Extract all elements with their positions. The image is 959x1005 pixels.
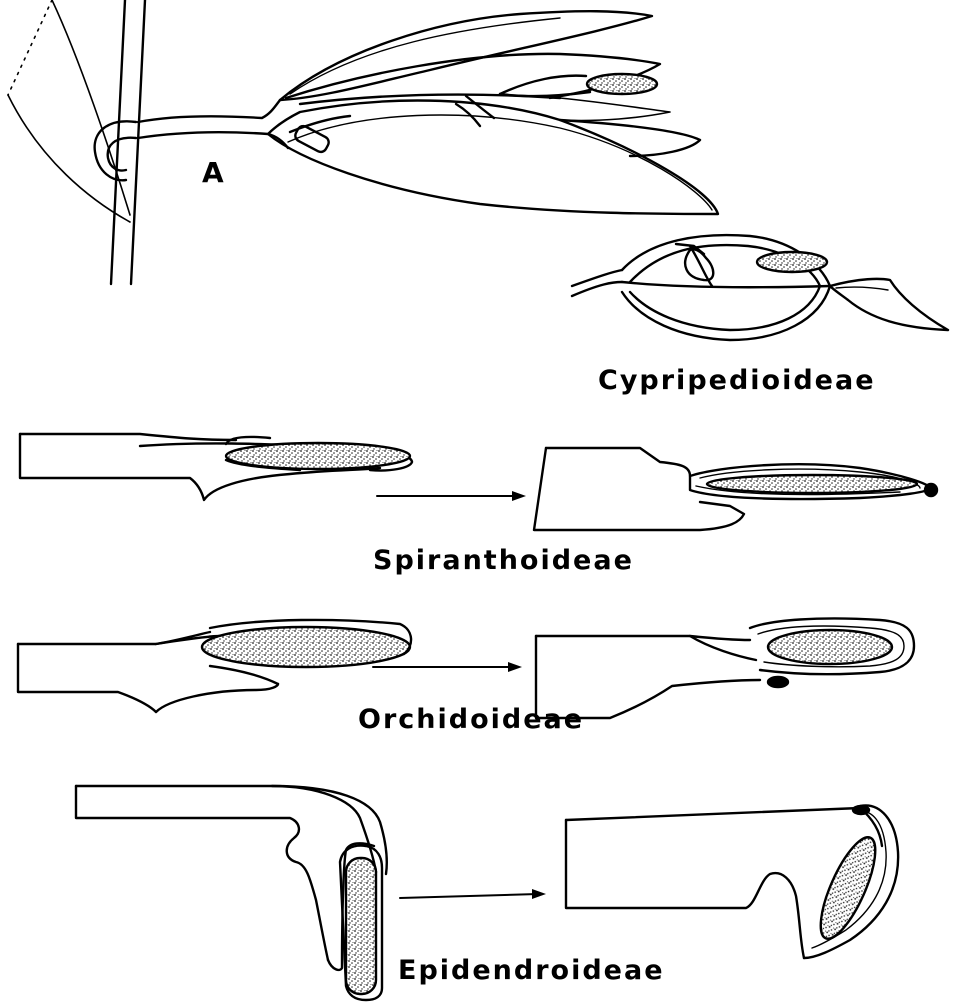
flower-a-drawing xyxy=(8,0,718,284)
panel-label-a: A xyxy=(202,156,224,189)
label-spiranthoideae: Spiranthoideae xyxy=(373,545,634,576)
spiranthoideae-drawing xyxy=(20,434,937,530)
label-cypripedioideae: Cypripedioideae xyxy=(598,365,876,396)
label-epidendroideae: Epidendroideae xyxy=(398,955,665,986)
cypripedioideae-drawing xyxy=(572,235,948,340)
label-orchidoideae: Orchidoideae xyxy=(358,704,584,735)
